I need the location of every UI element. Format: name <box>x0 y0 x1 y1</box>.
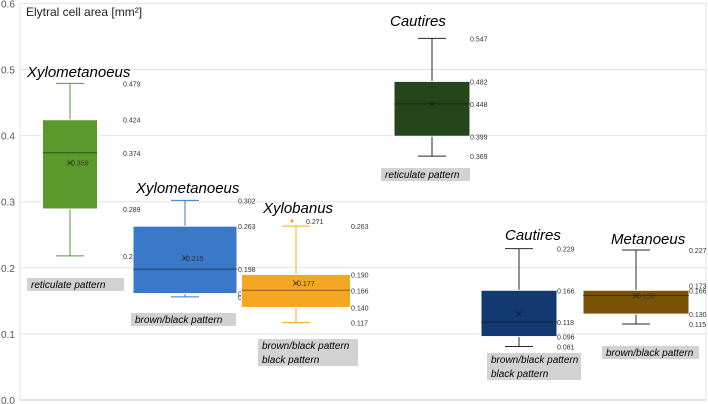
stat-label: 0.374 <box>123 151 141 158</box>
genus-label: Cautires <box>390 13 446 30</box>
y-tick-label: 0.4 <box>1 132 15 143</box>
mean-label: ×0.215 <box>182 256 204 263</box>
outlier-point <box>290 219 294 223</box>
stat-label: 0.482 <box>470 79 488 86</box>
stat-label: 0.302 <box>238 198 256 205</box>
stat-label: 0.479 <box>123 81 141 88</box>
stat-label: 0.448 <box>470 102 488 109</box>
box-body <box>132 225 238 295</box>
stat-label: 0.263 <box>238 224 256 231</box>
pattern-label-background <box>487 353 581 380</box>
genus-label: Cautires <box>505 227 561 244</box>
pattern-label: brown/black pattern <box>606 348 694 359</box>
mean-marker <box>428 100 436 108</box>
mean-marker <box>292 279 300 287</box>
box-body <box>241 273 351 308</box>
genus-label: Xylometanoeus <box>26 64 131 81</box>
box-1: ×0.359 0.479 0.424 0.374 0.289 0.218 Xylometan… <box>26 64 141 291</box>
mean-marker <box>428 100 436 108</box>
stat-label: 0.198 <box>238 267 256 274</box>
genus-label: Metanoeus <box>611 231 686 248</box>
stat-label: 0.229 <box>557 247 575 254</box>
pattern-label-background <box>381 168 470 181</box>
stat-label: 0.424 <box>123 118 141 125</box>
pattern-label: brown/black pattern <box>491 355 579 366</box>
mean-marker <box>181 254 189 262</box>
pattern-label: brown/black pattern <box>135 315 223 326</box>
stat-label: 0.173 <box>689 284 707 291</box>
mean-marker <box>292 279 300 287</box>
stat-label: 0.547 <box>470 36 488 43</box>
pattern-label-background <box>258 339 358 366</box>
mean-label: ×0.177 <box>293 281 315 288</box>
box-2: ×0.2150.3020.2630.1980.1610.156Xylometan… <box>131 180 256 326</box>
stat-label: 0.115 <box>689 322 706 329</box>
pattern-label: black pattern <box>262 355 320 366</box>
box-body <box>480 289 558 338</box>
stat-label: 0.218 <box>123 254 141 261</box>
pattern-label: reticulate pattern <box>385 170 460 181</box>
y-tick-label: 0.0 <box>1 396 15 404</box>
box-4: 0.547 0.482 0.448 0.399 0.369 Cautires reticul… <box>381 13 488 181</box>
pattern-label: reticulate pattern <box>31 280 106 291</box>
box-3: ×0.177 0.271 0.263 0.190 0.166 0.140 0.117 Xylo… <box>241 200 369 366</box>
mean-label: ×0.158 <box>633 294 655 301</box>
grid-lines <box>19 2 707 401</box>
mean-marker <box>181 254 189 262</box>
mean-marker <box>66 159 74 167</box>
stat-label: 0.166 <box>351 288 369 295</box>
stat-label: 0.227 <box>689 248 707 255</box>
stat-label: 0.117 <box>351 321 368 328</box>
pattern-label: black pattern <box>491 369 549 380</box>
mean-marker <box>66 159 74 167</box>
stat-label: 0.190 <box>351 272 369 279</box>
y-tick-label: 0.3 <box>1 198 15 209</box>
mean-marker <box>515 310 523 318</box>
stat-label: 0.096 <box>557 335 575 342</box>
mean-marker <box>632 292 640 299</box>
genus-label: Xylobanus <box>262 200 334 217</box>
pattern-label: brown/black pattern <box>262 341 350 352</box>
stat-label: 0.289 <box>123 207 141 214</box>
y-tick-label: 0.6 <box>1 0 15 10</box>
y-tick-label: 0.2 <box>1 264 15 275</box>
box-body <box>393 80 471 137</box>
stat-label: 0.263 <box>351 224 369 231</box>
y-tick-label: 0.1 <box>1 330 15 341</box>
y-axis-label: Elytral cell area [mm²] <box>26 5 142 19</box>
stat-label: 0.166 <box>557 288 575 295</box>
genus-label: Xylometanoeus <box>135 180 240 197</box>
pattern-label-background <box>27 278 124 291</box>
mean-marker <box>632 292 640 299</box>
stat-label: 0.081 <box>557 344 575 351</box>
pattern-label-background <box>602 346 699 359</box>
stat-label: 0.140 <box>351 305 369 312</box>
y-axis-ticks: 0.0 0.1 0.2 0.3 0.4 0.5 0.6 <box>1 0 15 404</box>
stat-label: 0.130 <box>689 312 707 319</box>
pattern-label-background <box>131 313 236 326</box>
stat-label: 0.369 <box>470 154 488 161</box>
y-tick-label: 0.5 <box>1 66 15 77</box>
stat-label: 0.118 <box>557 320 574 327</box>
stat-label: 0.271 <box>306 219 324 226</box>
box-5: 0.229 0.166 0.118 0.096 0.081 Cautires brown/b… <box>480 227 581 380</box>
box-body <box>42 119 98 210</box>
box-body <box>582 289 690 315</box>
boxes: ×0.359 0.479 0.424 0.374 0.289 0.218 Xylometan… <box>26 13 707 380</box>
mean-label: ×0.359 <box>67 161 89 168</box>
mean-marker <box>515 310 523 318</box>
stat-label: 0.399 <box>470 134 488 141</box>
stat-label: 0.166 <box>689 288 707 295</box>
